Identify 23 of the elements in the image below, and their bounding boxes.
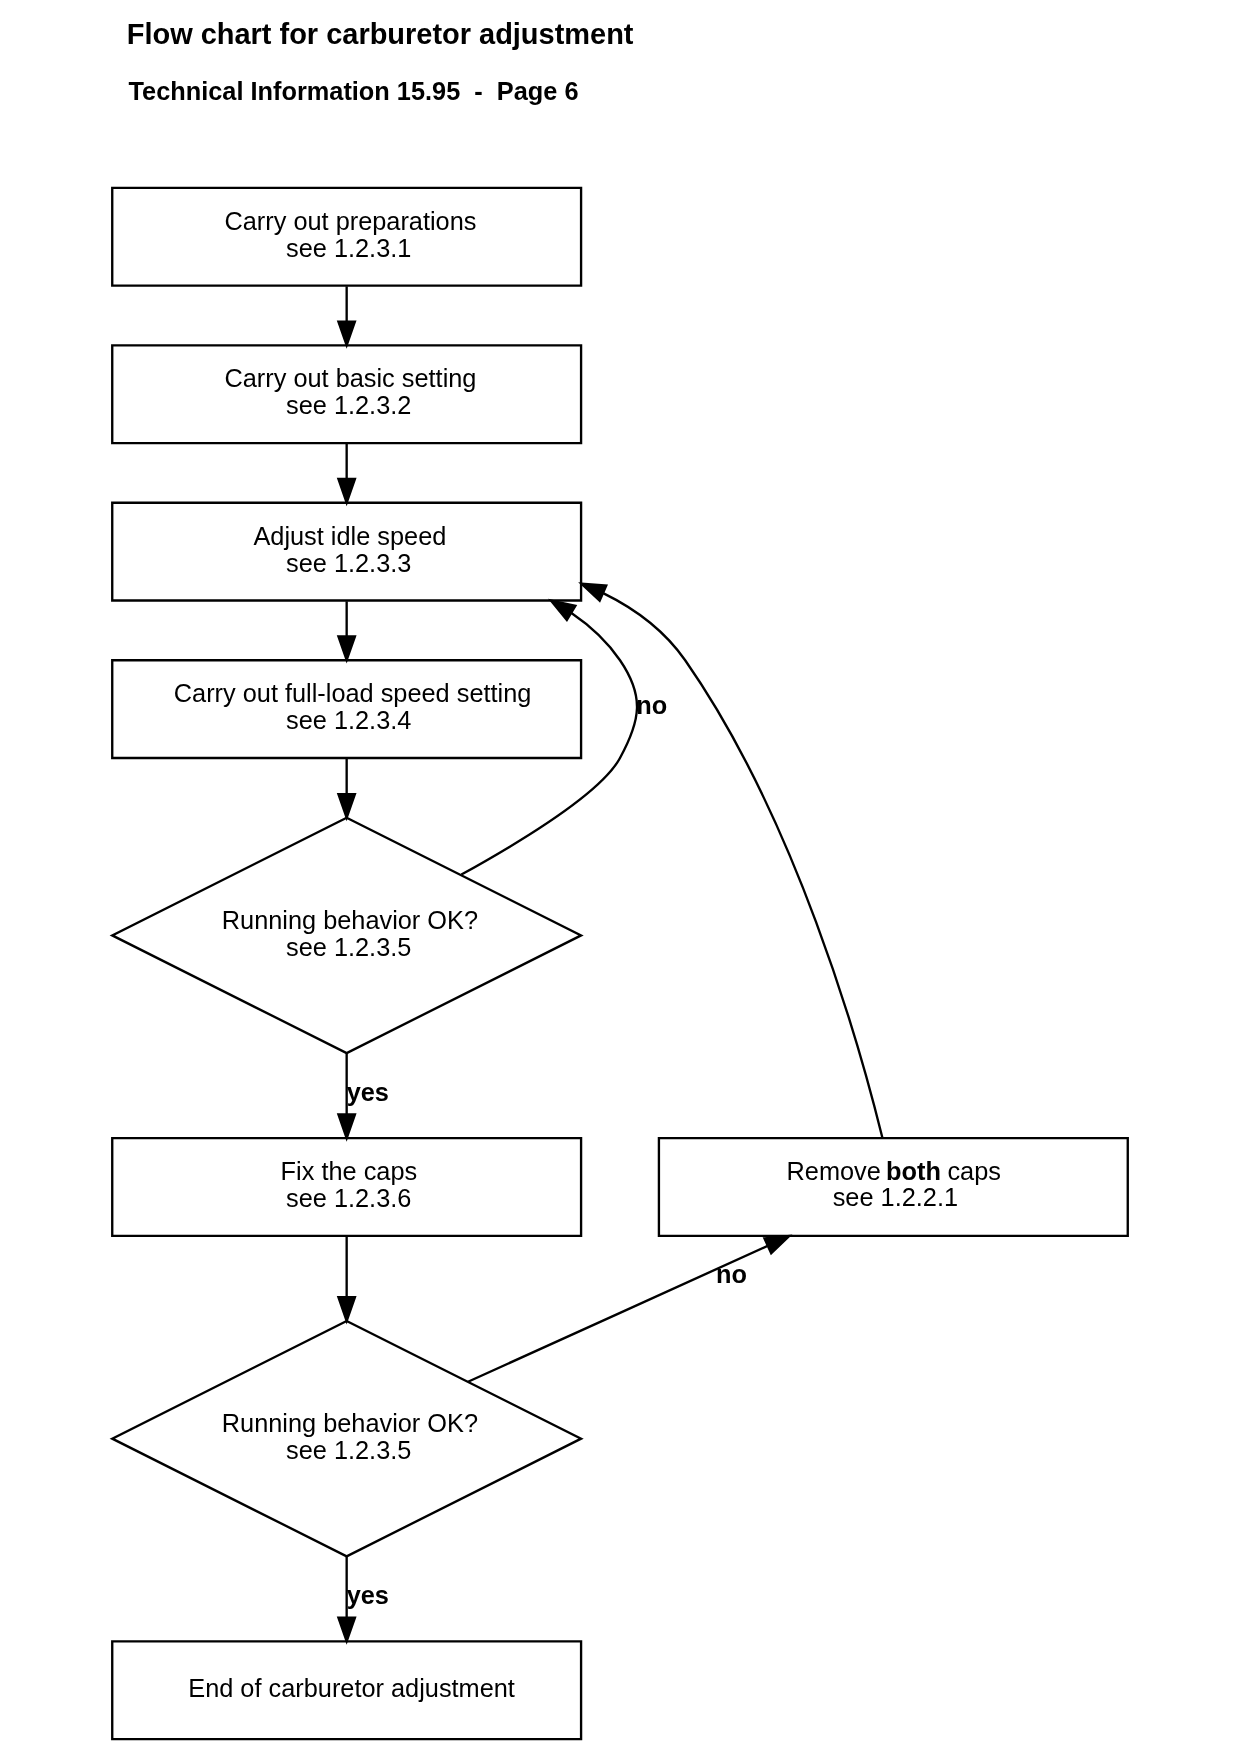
node-box: End of carburetor adjustment bbox=[111, 1640, 583, 1741]
node-diamond: Running behavior OK? see 1.2.3.5 bbox=[109, 1319, 584, 1558]
node-box: Remove both caps see 1.2.2.1 bbox=[657, 1137, 1129, 1238]
label: Technical Information 15.95 - Page 6 bbox=[128, 77, 579, 106]
arrow bbox=[336, 1556, 357, 1645]
arrow bbox=[467, 1234, 793, 1383]
node-box: Adjust idle speed see 1.2.3.3 bbox=[111, 501, 583, 602]
edge-label: no bbox=[715, 1260, 747, 1289]
arrow bbox=[578, 582, 884, 1138]
node-diamond: Running behavior OK? see 1.2.3.5 bbox=[109, 816, 584, 1055]
node-box: Carry out full-load speed setting see 1.2.3.4 bbox=[111, 659, 583, 760]
arrow bbox=[460, 598, 639, 876]
diagram-title: Flow chart for carburetor adjustment bbox=[126, 18, 634, 51]
arrow bbox=[336, 601, 357, 664]
node-box: Carry out preparations see 1.2.3.1 bbox=[111, 186, 583, 287]
arrow bbox=[336, 1236, 357, 1325]
edge-label: no bbox=[636, 691, 668, 720]
arrow bbox=[336, 1053, 357, 1142]
node-box: Fix the caps see 1.2.3.6 bbox=[111, 1137, 583, 1238]
arrow bbox=[336, 443, 357, 507]
arrow bbox=[336, 758, 357, 822]
arrow bbox=[336, 286, 357, 349]
node-box: Carry out basic setting see 1.2.3.2 bbox=[111, 344, 583, 445]
